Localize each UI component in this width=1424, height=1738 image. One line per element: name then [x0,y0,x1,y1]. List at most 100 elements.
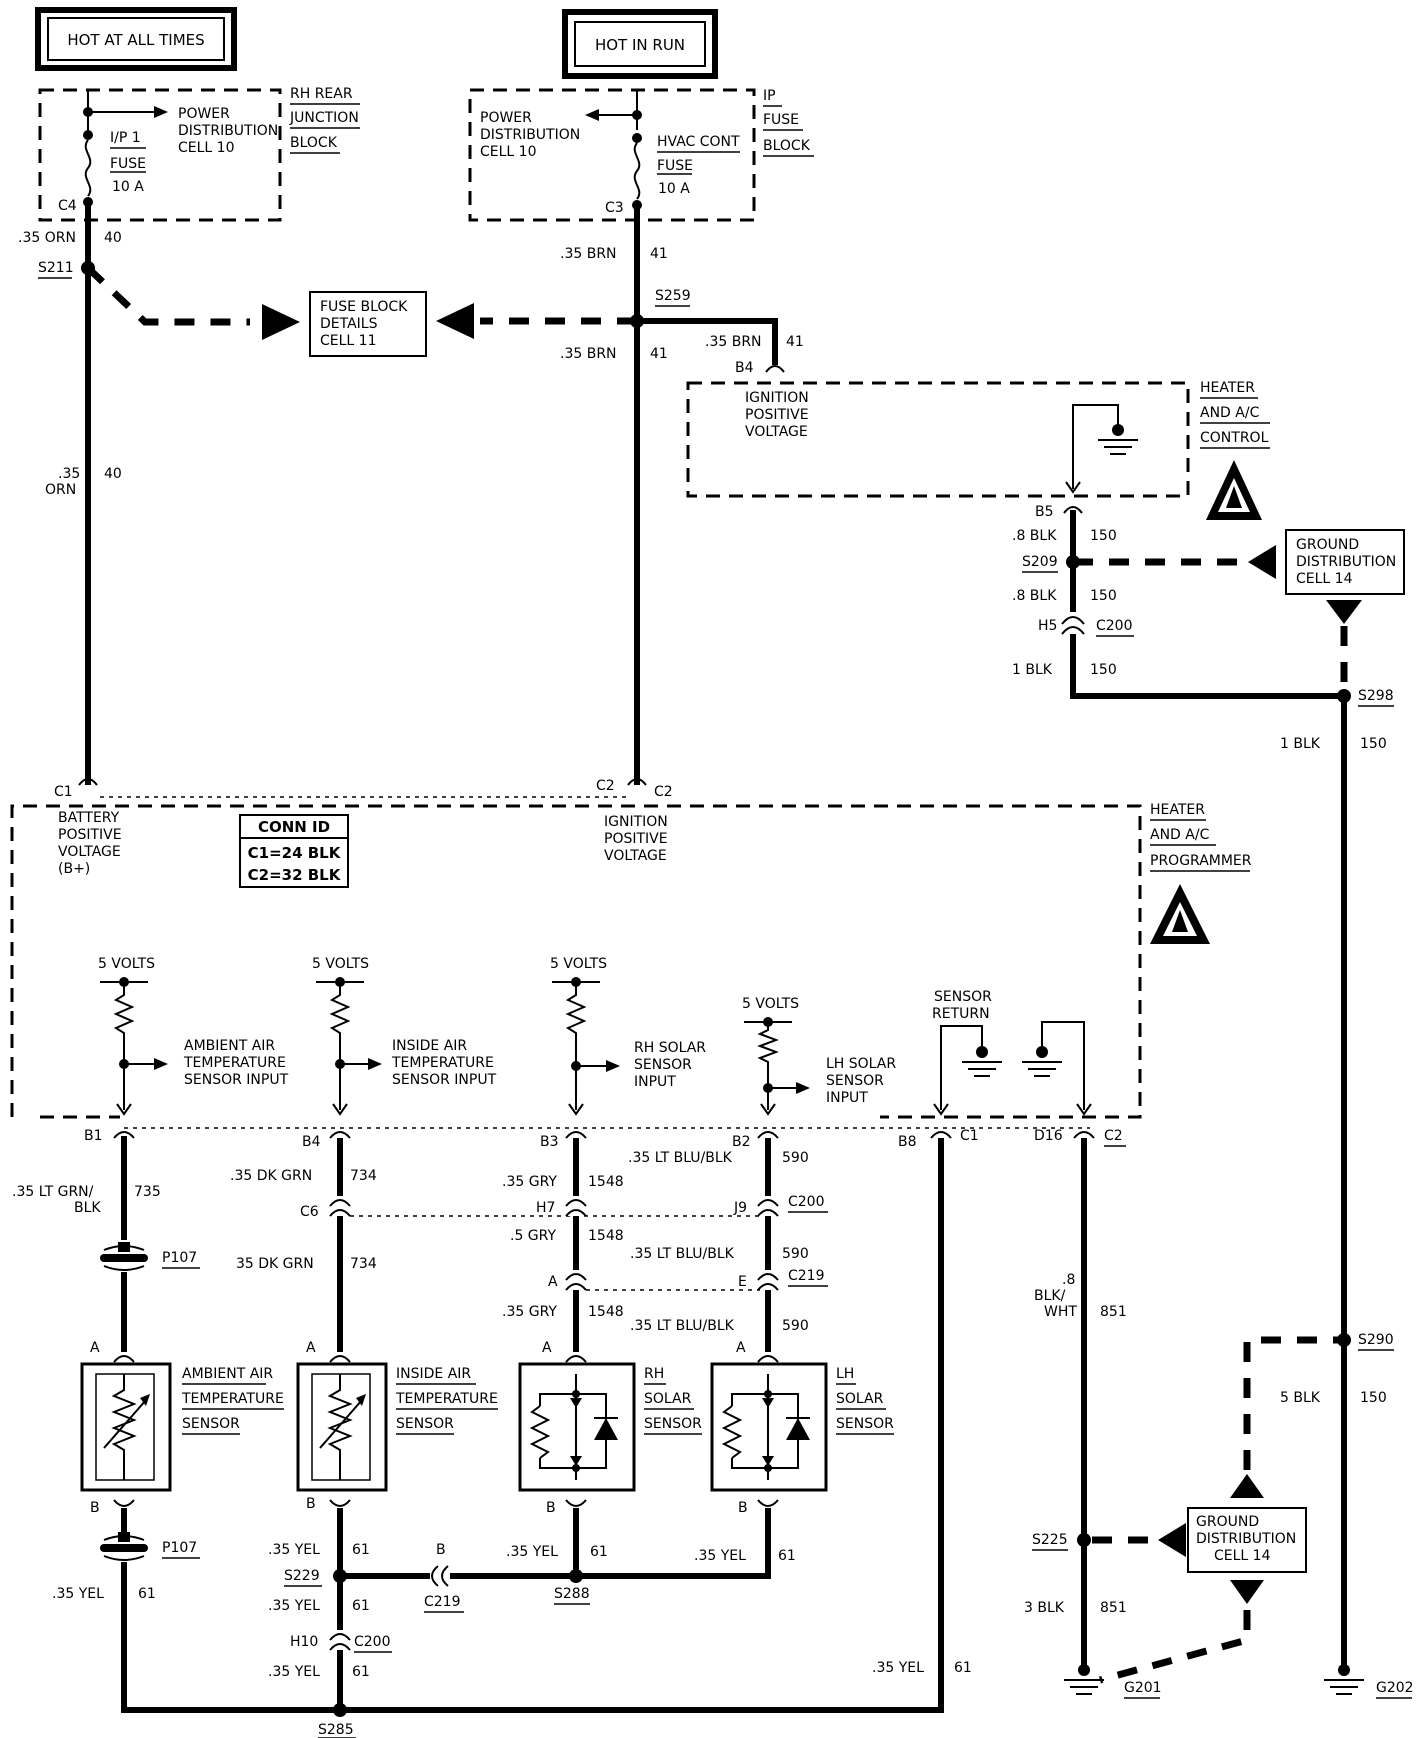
circuit-61-inside: B .35 YEL 61 S229 .35 YEL 61 H10 C200 .3… [268,1496,796,1738]
circuit-590: .35 LT BLU/BLK 590 J9 C200 .35 LT BLU/BL… [628,1138,828,1363]
hvac-fuse-icon [633,142,641,200]
heater-ac-control: B4 IGNITION POSITIVE VOLTAGE HEATER AND … [686,360,1270,520]
reference-arrow-left [85,265,250,326]
pdc-right-line2: DISTRIBUTION [480,127,580,143]
connector-b5: B5 [1035,504,1054,520]
rh-rear-junction-line3: BLOCK [290,135,338,151]
wire-1548-label: 1548 [588,1174,624,1190]
splice-s285-dot [333,1703,347,1717]
resistor-icon [565,982,587,1110]
wire-blkwht-label-a: .8 [1062,1272,1075,1288]
pdc-left-line1: POWER [178,106,230,122]
programmer-line1: HEATER [1150,802,1205,818]
connector-c200-j9: C200 [788,1194,825,1210]
lh-input-line3: INPUT [826,1090,868,1106]
wire-61-label-lh: 61 [778,1548,796,1564]
splice-s290-dot [1337,1333,1351,1347]
ground-icon [1078,1664,1090,1676]
amb-sensor-pin-a: A [90,1340,100,1356]
connector-c6: C6 [300,1204,319,1220]
circuit-1548: .35 GRY 1548 H7 .5 GRY 1548 A .35 GRY 15… [502,1138,760,1363]
splice-s225: S225 [1032,1532,1068,1548]
programmer-line3: PROGRAMMER [1150,853,1252,869]
batt-pos-line3: VOLTAGE [58,844,121,860]
wire-gry-label-2: .5 GRY [510,1228,556,1244]
ign-pos-top-line2: POSITIVE [745,407,809,423]
connector-c2-top-right: C2 [654,784,673,800]
amb-sensor-line2: TEMPERATURE [181,1391,284,1407]
programmer-line2: AND A/C [1150,827,1210,843]
connector-c200-symbol-top [1061,616,1085,625]
splice-s225-dot [1077,1533,1091,1547]
conn-id-c2: C2=32 BLK [248,866,342,884]
wire-61-label-in1: 61 [352,1542,370,1558]
hot-in-run-label: HOT IN RUN [595,36,685,54]
ground-g202-label: G202 [1376,1680,1414,1696]
fuse-icon [84,139,92,197]
resistor-icon [721,1405,743,1459]
wire-40-label: 40 [104,230,122,246]
batt-pos-line2: POSITIVE [58,827,122,843]
inside-air-temp-sensor: INSIDE AIR TEMPERATURE SENSOR [296,1362,498,1492]
fuse-terminal [83,130,93,140]
reference-arrow-s290 [1243,1336,1344,1470]
connector-c2-bottom: C2 [1104,1128,1123,1144]
lh-sensor-line2: SOLAR [836,1391,884,1407]
ign-pos-top-line1: IGNITION [745,390,809,406]
wire-735-label: 735 [134,1184,161,1200]
sensor-return-line2: RETURN [932,1006,990,1022]
amb-sensor-line1: AMBIENT AIR [182,1366,273,1382]
splice-s290: S290 [1358,1332,1394,1348]
connector-c200-h10: C200 [354,1634,391,1650]
connector-b2: B2 [732,1134,751,1150]
wire-ltgrn-label-b: BLK [74,1200,101,1216]
connector-h5: H5 [1038,618,1057,634]
wire-brn-label-2: .35 BRN [560,346,617,362]
amb-input-line3: SENSOR INPUT [184,1072,289,1088]
connector-p107-label-top: P107 [162,1250,197,1266]
wire-61-label-in3: 61 [352,1664,370,1680]
five-volts-1: 5 VOLTS [98,956,155,972]
connector-b4-top: B4 [735,360,754,376]
hot-at-all-times-box: HOT AT ALL TIMES [35,7,237,71]
inside-pullup-circuit: 5 VOLTS INSIDE AIR TEMPERATURE SENSOR IN… [312,956,497,1116]
pdc-left-line3: CELL 10 [178,140,235,156]
hvac-fuse-label: FUSE [657,158,693,174]
wire-yel-label-return: .35 YEL [872,1660,924,1676]
lh-sensor-pin-b: B [738,1500,748,1516]
inside-sensor-line1: INSIDE AIR [396,1366,471,1382]
programmer-connectors: B1 B4 B3 B2 B8 C1 D16 C2 [84,1128,1126,1150]
wire-dkgrn-label: .35 DK GRN [230,1168,312,1184]
wire-851-label: 851 [1100,1304,1127,1320]
wire-blk-150 [1070,510,1344,699]
wire-150-label-5: 150 [1360,1390,1387,1406]
fuse-block-details-line3: CELL 11 [320,333,377,349]
resistor-icon [757,1022,779,1110]
ambient-pullup-circuit: 5 VOLTS AMBIENT AIR TEMPERATURE SENSOR I… [98,956,289,1116]
wire-851-label-2: 851 [1100,1600,1127,1616]
inside-sensor-pin-a: A [306,1340,316,1356]
connector-b1: B1 [84,1128,103,1144]
rh-sensor-pin-a: A [542,1340,552,1356]
resistor-icon [329,982,351,1110]
connector-c2-top-left: C2 [596,778,615,794]
wire-590-label: 590 [782,1150,809,1166]
connector-c3: C3 [605,200,624,216]
splice-s229: S229 [284,1568,320,1584]
splice-s298: S298 [1358,688,1394,704]
wire-150-label-4: 150 [1360,736,1387,752]
wire-41-label: 41 [650,246,668,262]
junction-dot [83,107,93,117]
wire-41-label-2: 41 [650,346,668,362]
connector-p107-top [100,1242,148,1271]
wire-blk-1-label: 1 BLK [1012,662,1053,678]
connector-h10: H10 [290,1634,318,1650]
connector-c2-top-symbol [627,778,647,786]
circuit-734: .35 DK GRN 734 C6 35 DK GRN 734 A [230,1138,760,1363]
conn-id-title: CONN ID [258,818,330,836]
heater-ac-control-line3: CONTROL [1200,430,1269,446]
wire-blk-3-label: 3 BLK [1024,1600,1065,1616]
wire-orn-label-2b: ORN [45,482,76,498]
wire-734-label-2: 734 [350,1256,377,1272]
ambient-air-temp-sensor: AMBIENT AIR TEMPERATURE SENSOR [80,1362,284,1492]
